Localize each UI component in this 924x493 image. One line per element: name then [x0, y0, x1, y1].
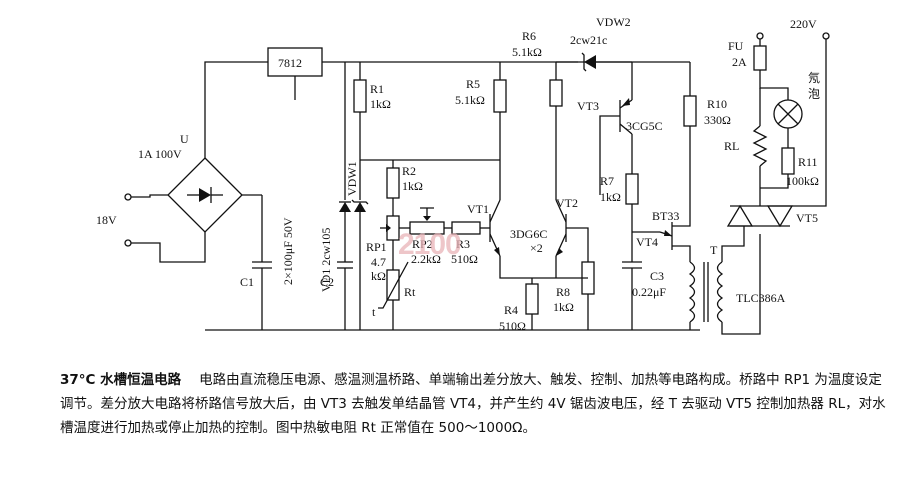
rl-label: RL	[724, 139, 739, 153]
bt33-label: BT33	[652, 209, 679, 223]
rt-thermistor	[386, 269, 400, 301]
pair-model-label: 3DG6C	[510, 227, 547, 241]
lamp-label-2: 泡	[808, 87, 820, 101]
r5-label: R5	[466, 77, 480, 91]
r11-value: 100kΩ	[786, 174, 819, 188]
vdw1-label: VDW1	[345, 161, 359, 196]
r4-resistor	[525, 283, 539, 315]
fu-fuse	[753, 45, 767, 71]
r10-value: 330Ω	[704, 113, 731, 127]
rp2-value: 2.2kΩ	[411, 252, 441, 266]
caption-paragraph: 37°C 水槽恒温电路电路由直流稳压电源、感温测温桥路、单端输出差分放大、触发、…	[60, 368, 890, 440]
r7-value: 1kΩ	[600, 190, 621, 204]
r2-value: 1kΩ	[402, 179, 423, 193]
rp1-label: RP1	[366, 240, 387, 254]
input-terminal-bottom	[124, 239, 132, 247]
watermark-logo: 2100	[398, 228, 462, 261]
r7-label: R7	[600, 174, 614, 188]
r11-resistor	[781, 147, 795, 175]
caption-title: 37°C 水槽恒温电路	[60, 372, 182, 388]
c3-value: 0.22μF	[632, 285, 666, 299]
r5-resistor	[493, 79, 507, 113]
vt3-label: VT3	[577, 99, 599, 113]
r1-value: 1kΩ	[370, 97, 391, 111]
fu-value: 2A	[732, 55, 747, 69]
rt-t-label: t	[372, 305, 376, 319]
r6-label: R6	[522, 29, 536, 43]
mains-label: 220V	[790, 17, 817, 31]
vdw1-zener	[351, 160, 369, 330]
bridge-spec-label: 1A 100V	[138, 147, 182, 161]
mains-terminal-left	[756, 32, 764, 40]
vt5-label: VT5	[796, 211, 818, 225]
vt1-label: VT1	[467, 202, 489, 216]
neon-lamp	[773, 99, 803, 129]
r10-resistor	[683, 95, 697, 127]
rp2-label: RP2	[412, 237, 433, 251]
pulse-transformer	[688, 261, 724, 323]
pair-count-label: ×2	[530, 241, 543, 255]
vd1-label: VD1 2cw105	[319, 228, 333, 292]
rp1-value-2: kΩ	[371, 269, 386, 283]
transformer-label: T	[710, 243, 718, 257]
vt2-transistor	[555, 199, 567, 257]
r10-label: R10	[707, 97, 727, 111]
r8-label: R8	[556, 285, 570, 299]
vt4-label: VT4	[636, 235, 658, 249]
u-label: U	[180, 132, 189, 146]
c1-capacitor	[252, 195, 272, 330]
r3-value: 510Ω	[451, 252, 478, 266]
vdw2-spec-label: 2cw21c	[570, 33, 607, 47]
r5-value: 5.1kΩ	[455, 93, 485, 107]
c1-label: C1	[240, 275, 254, 289]
rp1-value-1: 4.7	[371, 255, 386, 269]
r1-resistor	[353, 79, 367, 113]
r6-value: 5.1kΩ	[512, 45, 542, 59]
regulator-label: 7812	[278, 56, 302, 70]
input-terminal-top	[124, 193, 132, 201]
r8-value: 1kΩ	[553, 300, 574, 314]
r4-value: 510Ω	[499, 319, 526, 333]
r11-label: R11	[798, 155, 818, 169]
rt-label: Rt	[404, 285, 416, 299]
fu-label: FU	[728, 39, 744, 53]
c2-label: C2	[320, 275, 334, 289]
vt2-label: VT2	[556, 196, 578, 210]
bridge-rectifier	[167, 157, 243, 233]
input-voltage-label: 18V	[96, 213, 117, 227]
c3-capacitor	[622, 261, 642, 269]
c1-spec-label: 2×100μF 50V	[281, 217, 295, 285]
vt5-model-label: TLC386A	[736, 291, 786, 305]
vdw2-label: VDW2	[596, 15, 631, 29]
r2-label: R2	[402, 164, 416, 178]
vt3-model-label: 3CG5C	[626, 119, 663, 133]
vt4-unijunction	[659, 212, 691, 262]
r3-label: R3	[456, 237, 470, 251]
mains-terminal-right	[822, 32, 830, 40]
r2-resistor	[386, 167, 400, 199]
r1-label: R1	[370, 82, 384, 96]
r4-label: R4	[504, 303, 518, 317]
circuit-schematic: U 1A 100V 18V C1 2×100μF 50V 7812 VD1 2c…	[96, 15, 830, 335]
vt5-triac	[726, 204, 794, 234]
lamp-label-1: 氖	[808, 71, 820, 85]
vdw2-zener	[581, 52, 596, 72]
vt1-transistor	[489, 199, 501, 257]
caption-body: 电路由直流稳压电源、感温测温桥路、单端输出差分放大、触发、控制、加热等电路构成。…	[60, 372, 886, 436]
rl-heater	[752, 125, 768, 167]
r6-resistor	[549, 79, 563, 107]
vd1-zener	[339, 62, 351, 262]
c2-capacitor	[337, 261, 353, 330]
c3-label: C3	[650, 269, 664, 283]
r7-resistor	[625, 173, 639, 205]
